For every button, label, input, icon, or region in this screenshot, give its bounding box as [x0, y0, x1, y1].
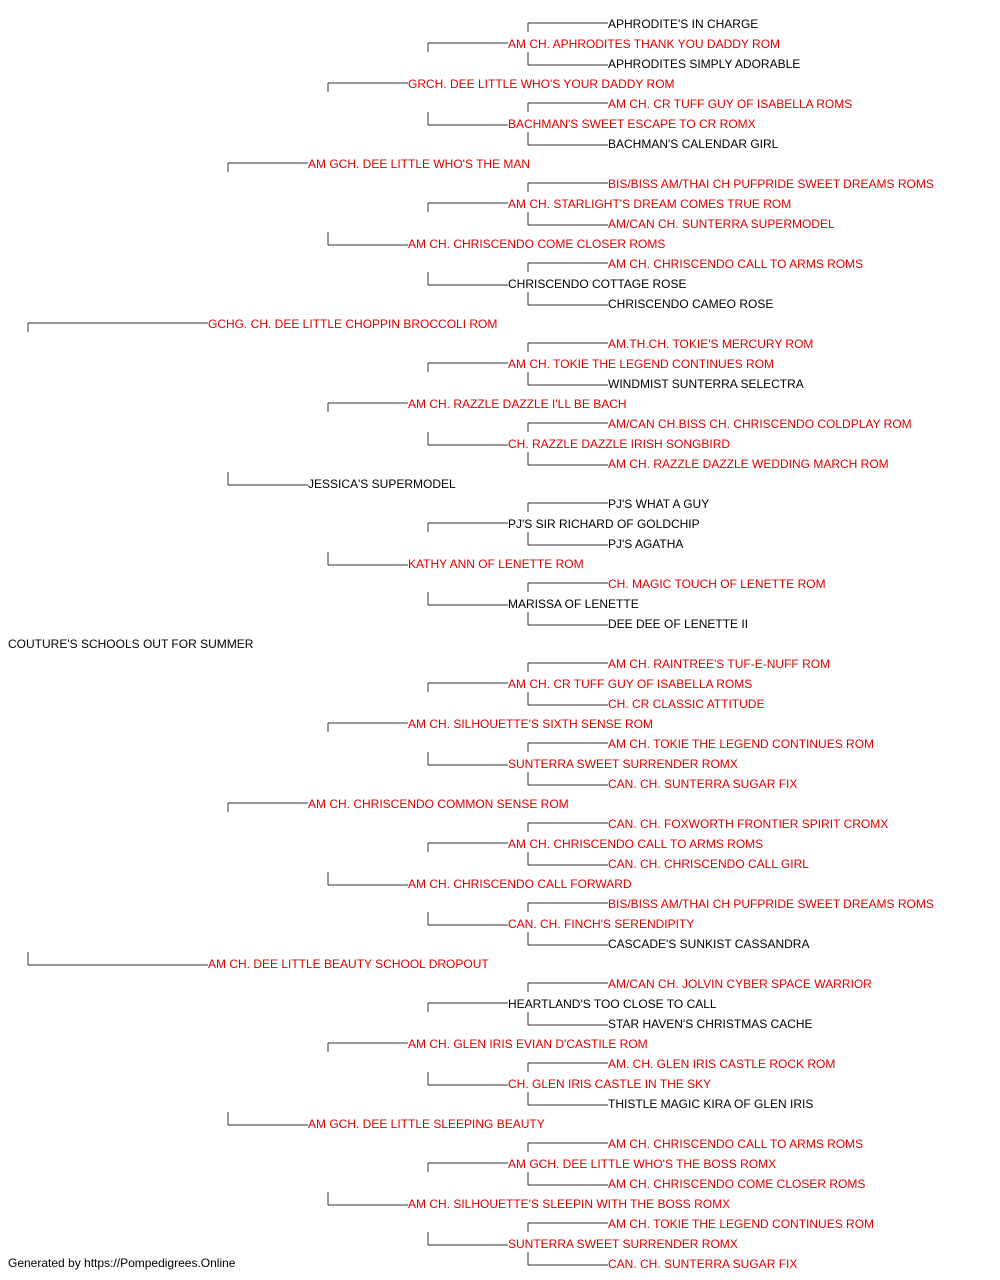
dog-name-dam-dam-dam-dam: SUNTERRA SWEET SURRENDER ROMX [508, 1237, 738, 1251]
dog-name-sire-sire-sire-dam-sire: AM CH. CR TUFF GUY OF ISABELLA ROMS [608, 97, 852, 111]
dog-name-sire-sire-dam-sire-dam: AM/CAN CH. SUNTERRA SUPERMODEL [608, 217, 835, 231]
dog-name-sire-sire-sire: GRCH. DEE LITTLE WHO'S YOUR DADDY ROM [408, 77, 675, 91]
dog-name-dam-dam-sire-dam-dam: THISTLE MAGIC KIRA OF GLEN IRIS [608, 1097, 813, 1111]
dog-name-sire-sire-sire-dam-dam: BACHMAN'S CALENDAR GIRL [608, 137, 779, 151]
dog-name-dam-sire-dam-dam-dam: CASCADE'S SUNKIST CASSANDRA [608, 937, 809, 951]
dog-name-dam-dam-dam-sire-dam: AM CH. CHRISCENDO COME CLOSER ROMS [608, 1177, 865, 1191]
dog-name-sire-sire-dam: AM CH. CHRISCENDO COME CLOSER ROMS [408, 237, 665, 251]
dog-name-sire-dam-sire-sire-dam: WINDMIST SUNTERRA SELECTRA [608, 377, 804, 391]
dog-name-dam-sire-sire-sire-dam: CH. CR CLASSIC ATTITUDE [608, 697, 764, 711]
dog-name-dam-sire-dam: AM CH. CHRISCENDO CALL FORWARD [408, 877, 632, 891]
dog-name-dam-sire-dam-sire: AM CH. CHRISCENDO CALL TO ARMS ROMS [508, 837, 763, 851]
dog-name-subject: COUTURE'S SCHOOLS OUT FOR SUMMER [8, 637, 254, 651]
dog-name-sire-dam-dam-dam-dam: DEE DEE OF LENETTE II [608, 617, 748, 631]
dog-name-dam-sire-dam-sire-sire: CAN. CH. FOXWORTH FRONTIER SPIRIT CROMX [608, 817, 888, 831]
dog-name-dam-dam-dam-sire-sire: AM CH. CHRISCENDO CALL TO ARMS ROMS [608, 1137, 863, 1151]
dog-name-dam-dam-sire-sire: HEARTLAND'S TOO CLOSE TO CALL [508, 997, 717, 1011]
dog-name-sire-dam-sire-dam: CH. RAZZLE DAZZLE IRISH SONGBIRD [508, 437, 730, 451]
dog-name-sire-dam-dam-sire: PJ'S SIR RICHARD OF GOLDCHIP [508, 517, 700, 531]
dog-name-dam-dam: AM GCH. DEE LITTLE SLEEPING BEAUTY [308, 1117, 545, 1131]
dog-name-sire-sire: AM GCH. DEE LITTLE WHO'S THE MAN [308, 157, 530, 171]
dog-name-dam-dam-dam: AM CH. SILHOUETTE'S SLEEPIN WITH THE BOS… [408, 1197, 730, 1211]
dog-name-dam-dam-dam-dam-dam: CAN. CH. SUNTERRA SUGAR FIX [608, 1257, 797, 1271]
dog-name-sire-dam-sire-dam-dam: AM CH. RAZZLE DAZZLE WEDDING MARCH ROM [608, 457, 889, 471]
dog-name-sire-dam-dam-sire-dam: PJ'S AGATHA [608, 537, 683, 551]
dog-name-dam-dam-sire-dam: CH. GLEN IRIS CASTLE IN THE SKY [508, 1077, 711, 1091]
dog-name-sire-sire-dam-sire-sire: BIS/BISS AM/THAI CH PUFPRIDE SWEET DREAM… [608, 177, 934, 191]
dog-name-dam-sire-sire-dam-sire: AM CH. TOKIE THE LEGEND CONTINUES ROM [608, 737, 874, 751]
dog-name-dam-dam-sire-sire-dam: STAR HAVEN'S CHRISTMAS CACHE [608, 1017, 813, 1031]
dog-name-sire-dam-sire-sire-sire: AM.TH.CH. TOKIE'S MERCURY ROM [608, 337, 813, 351]
dog-name-dam-dam-sire: AM CH. GLEN IRIS EVIAN D'CASTILE ROM [408, 1037, 648, 1051]
generated-by-footer: Generated by https://Pompedigrees.Online [8, 1256, 236, 1270]
dog-name-dam-sire-dam-dam-sire: BIS/BISS AM/THAI CH PUFPRIDE SWEET DREAM… [608, 897, 934, 911]
dog-name-dam-sire-sire-dam: SUNTERRA SWEET SURRENDER ROMX [508, 757, 738, 771]
dog-name-sire-dam-sire: AM CH. RAZZLE DAZZLE I'LL BE BACH [408, 397, 627, 411]
dog-name-sire-dam: JESSICA'S SUPERMODEL [308, 477, 456, 491]
dog-name-sire-sire-sire-sire: AM CH. APHRODITES THANK YOU DADDY ROM [508, 37, 780, 51]
dog-name-dam-dam-sire-dam-sire: AM. CH. GLEN IRIS CASTLE ROCK ROM [608, 1057, 835, 1071]
dog-name-sire: GCHG. CH. DEE LITTLE CHOPPIN BROCCOLI RO… [208, 317, 497, 331]
dog-name-dam-sire-dam-sire-dam: CAN. CH. CHRISCENDO CALL GIRL [608, 857, 809, 871]
dog-name-dam: AM CH. DEE LITTLE BEAUTY SCHOOL DROPOUT [208, 957, 489, 971]
dog-name-dam-sire-sire-sire: AM CH. CR TUFF GUY OF ISABELLA ROMS [508, 677, 752, 691]
dog-name-dam-sire-sire: AM CH. SILHOUETTE'S SIXTH SENSE ROM [408, 717, 653, 731]
dog-name-sire-sire-dam-dam: CHRISCENDO COTTAGE ROSE [508, 277, 686, 291]
dog-name-dam-dam-sire-sire-sire: AM/CAN CH. JOLVIN CYBER SPACE WARRIOR [608, 977, 872, 991]
dog-name-sire-dam-dam-dam: MARISSA OF LENETTE [508, 597, 639, 611]
dog-name-dam-sire-sire-dam-dam: CAN. CH. SUNTERRA SUGAR FIX [608, 777, 797, 791]
dog-name-dam-sire-sire-sire-sire: AM CH. RAINTREE'S TUF-E-NUFF ROM [608, 657, 830, 671]
dog-name-dam-dam-dam-dam-sire: AM CH. TOKIE THE LEGEND CONTINUES ROM [608, 1217, 874, 1231]
dog-name-sire-sire-dam-dam-sire: AM CH. CHRISCENDO CALL TO ARMS ROMS [608, 257, 863, 271]
dog-name-sire-sire-dam-sire: AM CH. STARLIGHT'S DREAM COMES TRUE ROM [508, 197, 791, 211]
dog-name-sire-dam-sire-dam-sire: AM/CAN CH.BISS CH. CHRISCENDO COLDPLAY R… [608, 417, 912, 431]
dog-name-dam-sire: AM CH. CHRISCENDO COMMON SENSE ROM [308, 797, 569, 811]
dog-name-sire-dam-dam: KATHY ANN OF LENETTE ROM [408, 557, 584, 571]
dog-name-dam-sire-dam-dam: CAN. CH. FINCH'S SERENDIPITY [508, 917, 694, 931]
dog-name-sire-sire-dam-dam-dam: CHRISCENDO CAMEO ROSE [608, 297, 773, 311]
dog-name-sire-sire-sire-sire-sire: APHRODITE'S IN CHARGE [608, 17, 758, 31]
dog-name-sire-sire-sire-dam: BACHMAN'S SWEET ESCAPE TO CR ROMX [508, 117, 756, 131]
dog-name-sire-dam-sire-sire: AM CH. TOKIE THE LEGEND CONTINUES ROM [508, 357, 774, 371]
dog-name-sire-dam-dam-dam-sire: CH. MAGIC TOUCH OF LENETTE ROM [608, 577, 826, 591]
dog-name-sire-dam-dam-sire-sire: PJ'S WHAT A GUY [608, 497, 709, 511]
dog-name-dam-dam-dam-sire: AM GCH. DEE LITTLE WHO'S THE BOSS ROMX [508, 1157, 776, 1171]
dog-name-sire-sire-sire-sire-dam: APHRODITES SIMPLY ADORABLE [608, 57, 800, 71]
